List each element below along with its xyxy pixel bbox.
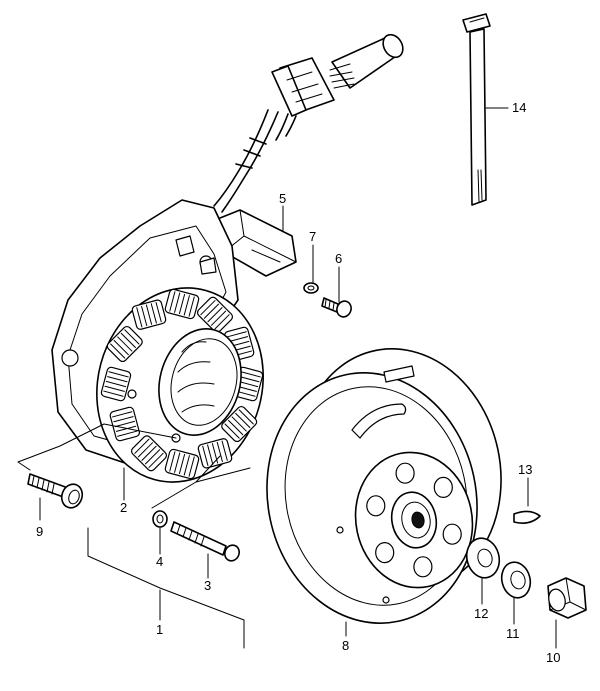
wire-harness <box>213 33 404 213</box>
bolt-part-3 <box>170 521 240 562</box>
stator-coil-block <box>131 299 167 330</box>
callout-4: 4 <box>156 554 163 569</box>
callout-12: 12 <box>474 606 488 621</box>
hub-bolt-hole <box>395 462 415 484</box>
callout-6: 6 <box>335 251 342 266</box>
cable-tie-part <box>462 13 491 206</box>
hub-bolt-hole <box>366 495 386 517</box>
stator-coil-block <box>164 288 200 320</box>
callout-9: 9 <box>36 524 43 539</box>
stator-coil-block <box>106 325 143 363</box>
flywheel-rotor-part <box>266 348 502 624</box>
callout-2: 2 <box>120 500 127 515</box>
hub-bolt-hole <box>442 523 462 545</box>
hub-bolt-hole <box>413 556 433 578</box>
callout-13: 13 <box>518 462 532 477</box>
callout-11: 11 <box>506 626 520 641</box>
woodruff-key-part <box>513 510 541 524</box>
callout-1: 1 <box>156 622 163 637</box>
stator-coil-block <box>100 366 132 402</box>
washer-part-12 <box>465 537 501 579</box>
leader-lines <box>39 107 557 649</box>
stator-coil-block <box>164 448 200 480</box>
stator-coil-block <box>196 296 234 333</box>
callout-7: 7 <box>309 229 316 244</box>
stator-coil-assembly <box>96 287 264 483</box>
washer-part-11 <box>500 561 532 599</box>
screw-part-6 <box>321 297 352 318</box>
callout-8: 8 <box>342 638 349 653</box>
bolt-part-9 <box>27 473 84 509</box>
nut-part-10 <box>547 577 587 619</box>
callout-10: 10 <box>546 650 560 665</box>
washer-part-4 <box>152 510 168 528</box>
callout-14: 14 <box>512 100 526 115</box>
callout-5: 5 <box>279 191 286 206</box>
callout-3: 3 <box>204 578 211 593</box>
stator-coil-block <box>130 435 168 472</box>
stator-coil-block <box>109 406 140 442</box>
hub-bolt-hole <box>433 476 453 498</box>
stator-coil-block <box>221 405 258 443</box>
washer-part-7 <box>303 282 319 294</box>
hub-bolt-hole <box>375 541 395 564</box>
callout-labels: 14 5 7 6 2 9 4 3 1 8 13 12 11 10 <box>36 100 560 665</box>
reference-lines <box>17 423 251 649</box>
